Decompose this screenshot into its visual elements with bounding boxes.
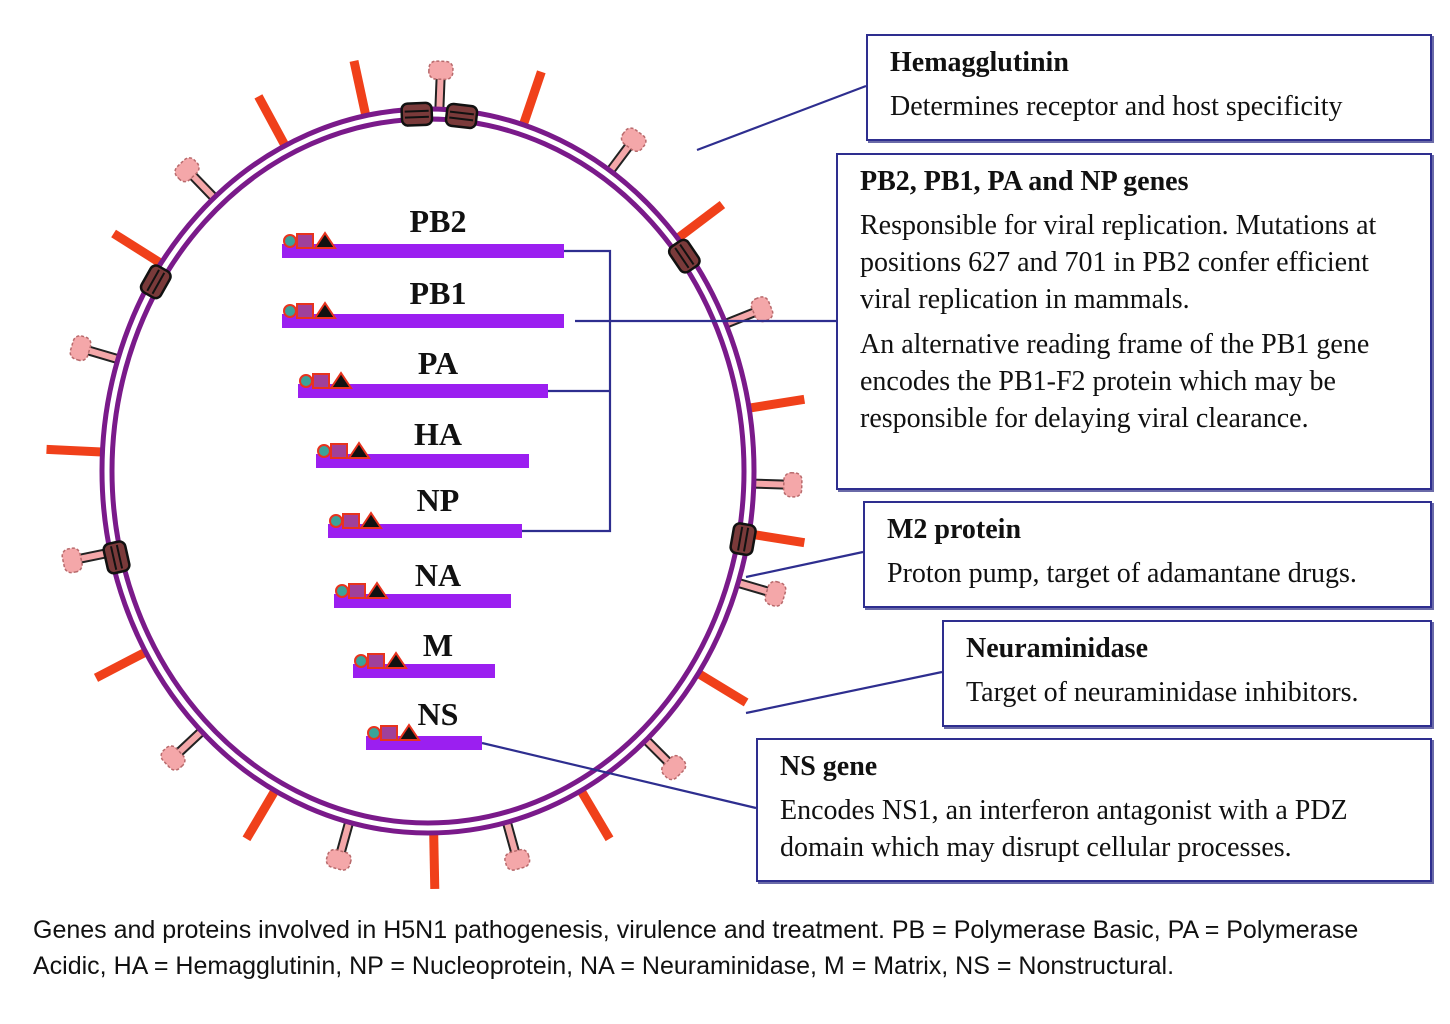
ns-text: Encodes NS1, an interferon antagonist wi…	[780, 795, 1348, 863]
neuraminidase-spike-17	[160, 727, 206, 771]
gene-label-m: M	[423, 627, 453, 663]
surface-spikes	[46, 59, 806, 890]
connector-lines	[481, 84, 943, 810]
ns-title: NS gene	[780, 751, 878, 782]
m2-channels	[102, 101, 757, 575]
gene-segment-m: M	[353, 627, 495, 678]
hemagglutinin-spike-10	[694, 668, 749, 707]
ns-box: NS gene Encodes NS1, an interferon antag…	[756, 738, 1432, 882]
gene-label-pa: PA	[418, 345, 458, 381]
hemagglutinin-spike-22	[111, 229, 166, 269]
neuraminidase-box: Neuraminidase Target of neuraminidase in…	[942, 620, 1432, 727]
gene-segment-na: NA	[334, 557, 511, 608]
hemagglutinin-spike-0	[349, 59, 371, 119]
neuraminidase-connector	[745, 670, 943, 715]
hemagglutinin-text: Determines receptor and host specificity	[890, 91, 1343, 122]
hemagglutinin-spike-8	[746, 529, 806, 548]
neuraminidase-text: Target of neuraminidase inhibitors.	[966, 677, 1359, 708]
neuraminidase-spike-13	[501, 819, 531, 871]
gene-label-na: NA	[415, 557, 461, 593]
polymerase-title: PB2, PB1, PA and NP genes	[860, 166, 1189, 197]
gene-segment-np: NP	[328, 482, 522, 538]
m2-channel-2	[729, 522, 757, 557]
hemagglutinin-spike-18	[93, 647, 150, 682]
hemagglutinin-spike-24	[254, 94, 291, 150]
neuraminidase-spike-23	[174, 157, 219, 202]
hemagglutinin-spike-20	[46, 444, 105, 457]
m2-connector	[745, 550, 864, 579]
hemagglutinin-spike-14	[429, 830, 440, 890]
polymerase-complex-icon	[329, 511, 383, 529]
polymerase-complex-icon	[335, 581, 389, 599]
neuraminidase-spike-3	[605, 127, 647, 175]
gene-label-pb1: PB1	[410, 275, 467, 311]
neuraminidase-title: Neuraminidase	[966, 633, 1148, 664]
m2-channel-5	[400, 101, 434, 127]
polymerase-complex-icon	[367, 723, 421, 741]
polymerase-box: PB2, PB1, PA and NP genes Responsible fo…	[836, 153, 1432, 490]
figure-caption: Genes and proteins involved in H5N1 path…	[33, 916, 1359, 980]
hemagglutinin-connector	[696, 84, 867, 152]
gene-segment-ns: NS	[366, 696, 482, 750]
gene-bar-pb1	[282, 314, 564, 328]
gene-segment-pb1: PB1	[282, 275, 564, 328]
m2-title: M2 protein	[887, 514, 1022, 545]
ns-connector	[481, 741, 757, 810]
polymerase-complex-icon	[283, 301, 337, 319]
polymerase-complex-icon	[283, 231, 337, 249]
polymerase-complex-icon	[299, 371, 353, 389]
gene-label-pb2: PB2	[410, 203, 467, 239]
neuraminidase-spike-1	[428, 60, 454, 111]
gene-label-ns: NS	[418, 696, 459, 732]
neuraminidase-spike-9	[735, 577, 787, 607]
gene-segment-pa: PA	[298, 345, 548, 398]
m2-channel-4	[139, 264, 172, 300]
gene-segment-ha: HA	[316, 416, 529, 468]
m2-channel-1	[667, 238, 701, 274]
polymerase-complex-icon	[354, 651, 408, 669]
neuraminidase-spike-7	[752, 472, 803, 498]
m2-channel-0	[444, 102, 479, 130]
neuraminidase-spike-15	[325, 819, 355, 871]
m2-channel-3	[102, 540, 131, 575]
hemagglutinin-title: Hemagglutinin	[890, 47, 1069, 78]
polymerase-text-2: An alternative reading frame of the PB1 …	[860, 329, 1370, 434]
m2-box: M2 protein Proton pump, target of adaman…	[863, 501, 1432, 608]
gene-label-ha: HA	[414, 416, 462, 452]
gene-bar-pb2	[282, 244, 564, 258]
hemagglutinin-spike-6	[746, 394, 806, 413]
m2-text: Proton pump, target of adamantane drugs.	[887, 558, 1357, 589]
gene-segment-pb2: PB2	[282, 203, 564, 258]
hemagglutinin-spike-12	[576, 786, 614, 842]
neuraminidase-spike-21	[69, 335, 121, 365]
polymerase-text-1: Responsible for viral replication. Mutat…	[860, 210, 1377, 315]
hemagglutinin-box: Hemagglutinin Determines receptor and ho…	[866, 34, 1432, 141]
gene-label-np: NP	[417, 482, 460, 518]
hemagglutinin-spike-4	[673, 200, 726, 244]
hemagglutinin-spike-16	[242, 786, 280, 842]
hemagglutinin-spike-2	[518, 70, 546, 129]
gene-bar-pa	[298, 384, 548, 398]
polymerase-complex-icon	[317, 441, 371, 459]
